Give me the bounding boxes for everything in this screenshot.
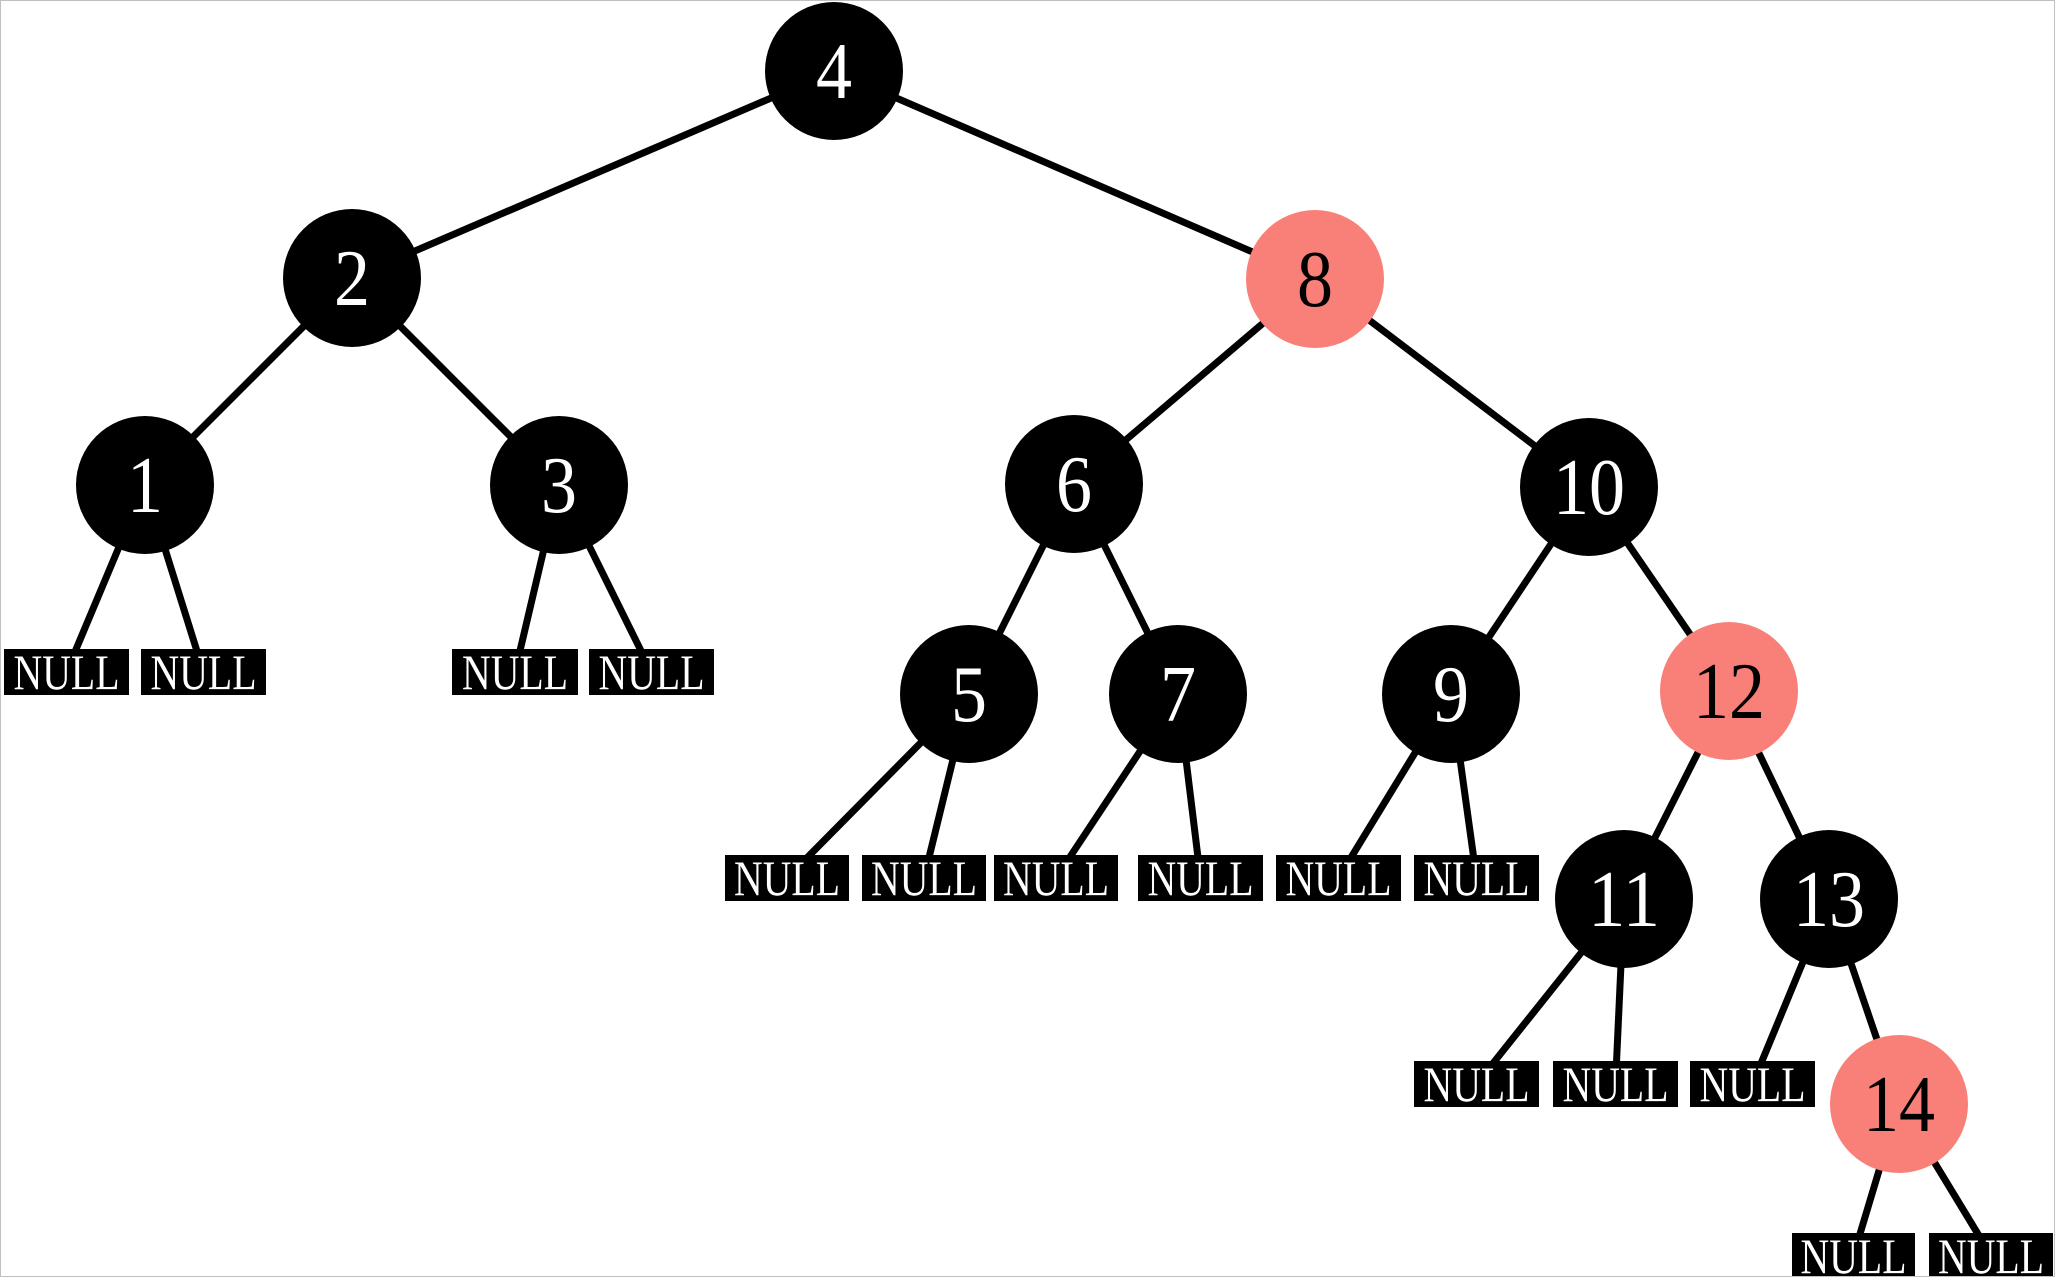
node-label: 3: [541, 442, 577, 530]
null-box: [1792, 1233, 1915, 1276]
node-label: 8: [1297, 236, 1333, 324]
null-leaf-n11R: NULL: [1553, 1056, 1678, 1112]
tree-node-11: 11: [1555, 830, 1693, 968]
null-label: NULL: [1424, 850, 1530, 906]
null-label: NULL: [1424, 1056, 1530, 1112]
tree-edge-4-2: [350, 67, 836, 282]
null-label: NULL: [14, 644, 120, 700]
black-node-circle: [1555, 830, 1693, 968]
null-box: [452, 649, 578, 695]
black-node-circle: [76, 416, 214, 554]
black-node-circle: [1382, 625, 1520, 763]
node-label: 12: [1693, 648, 1765, 736]
node-label: 6: [1056, 441, 1092, 529]
null-label: NULL: [151, 644, 257, 700]
null-leaf-n14R: NULL: [1929, 1228, 2053, 1276]
null-leaf-n7R: NULL: [1138, 850, 1263, 906]
black-node-circle: [1760, 830, 1898, 968]
red-node-circle: [1830, 1035, 1968, 1173]
null-leaf-n5L: NULL: [725, 850, 849, 906]
null-label: NULL: [871, 850, 977, 906]
node-label: 9: [1433, 651, 1469, 739]
red-node-circle: [1246, 210, 1384, 348]
black-node-circle: [1109, 625, 1247, 763]
node-label: 4: [816, 28, 852, 116]
null-label: NULL: [1801, 1228, 1907, 1276]
null-box: [589, 649, 714, 695]
black-node-circle: [765, 2, 903, 140]
tree-node-9: 9: [1382, 625, 1520, 763]
tree-node-8: 8: [1246, 210, 1384, 348]
tree-node-1: 1: [76, 416, 214, 554]
null-leaf-n13L: NULL: [1690, 1056, 1815, 1112]
node-label: 1: [127, 442, 163, 530]
null-leaf-n1R: NULL: [141, 644, 266, 700]
black-node-circle: [1005, 415, 1143, 553]
tree-node-2: 2: [283, 209, 421, 347]
node-label: 11: [1588, 856, 1660, 944]
tree-node-6: 6: [1005, 415, 1143, 553]
null-box: [141, 649, 266, 695]
null-label: NULL: [734, 850, 840, 906]
null-label: NULL: [1938, 1228, 2044, 1276]
tree-edge-4-8: [832, 67, 1317, 283]
tree-node-14: 14: [1830, 1035, 1968, 1173]
node-label: 2: [334, 235, 370, 323]
null-leaf-n11L: NULL: [1414, 1056, 1539, 1112]
null-leaf-n9L: NULL: [1276, 850, 1401, 906]
null-label: NULL: [1286, 850, 1392, 906]
null-box: [1553, 1061, 1678, 1107]
null-leaf-n5R: NULL: [862, 850, 986, 906]
null-leaf-n3R: NULL: [589, 644, 714, 700]
null-leaf-n14L: NULL: [1792, 1228, 1915, 1276]
null-leaf-n7L: NULL: [994, 850, 1118, 906]
node-label: 14: [1863, 1061, 1935, 1149]
null-box: [1414, 1061, 1539, 1107]
null-box: [4, 649, 129, 695]
tree-node-10: 10: [1520, 418, 1658, 556]
null-label: NULL: [1148, 850, 1254, 906]
null-leaf-n3L: NULL: [452, 644, 578, 700]
black-node-circle: [283, 209, 421, 347]
red-node-circle: [1660, 622, 1798, 760]
null-leaf-n1L: NULL: [4, 644, 129, 700]
tree-node-3: 3: [490, 416, 628, 554]
black-node-circle: [1520, 418, 1658, 556]
node-label: 5: [951, 651, 987, 739]
null-box: [1929, 1233, 2053, 1276]
node-label: 7: [1160, 651, 1196, 739]
black-node-circle: [900, 625, 1038, 763]
null-box: [1276, 855, 1401, 901]
tree-node-12: 12: [1660, 622, 1798, 760]
tree-node-13: 13: [1760, 830, 1898, 968]
tree-node-5: 5: [900, 625, 1038, 763]
null-label: NULL: [1563, 1056, 1669, 1112]
null-label: NULL: [1700, 1056, 1806, 1112]
tree-node-7: 7: [1109, 625, 1247, 763]
null-leaf-n9R: NULL: [1414, 850, 1539, 906]
null-box: [1414, 855, 1539, 901]
null-box: [1690, 1061, 1815, 1107]
null-label: NULL: [1003, 850, 1109, 906]
null-label: NULL: [462, 644, 568, 700]
null-box: [1138, 855, 1263, 901]
null-box: [994, 855, 1118, 901]
null-box: [725, 855, 849, 901]
black-node-circle: [490, 416, 628, 554]
null-label: NULL: [599, 644, 705, 700]
node-label: 10: [1553, 444, 1625, 532]
node-label: 13: [1793, 856, 1865, 944]
null-box: [862, 855, 986, 901]
tree-node-4: 4: [765, 2, 903, 140]
